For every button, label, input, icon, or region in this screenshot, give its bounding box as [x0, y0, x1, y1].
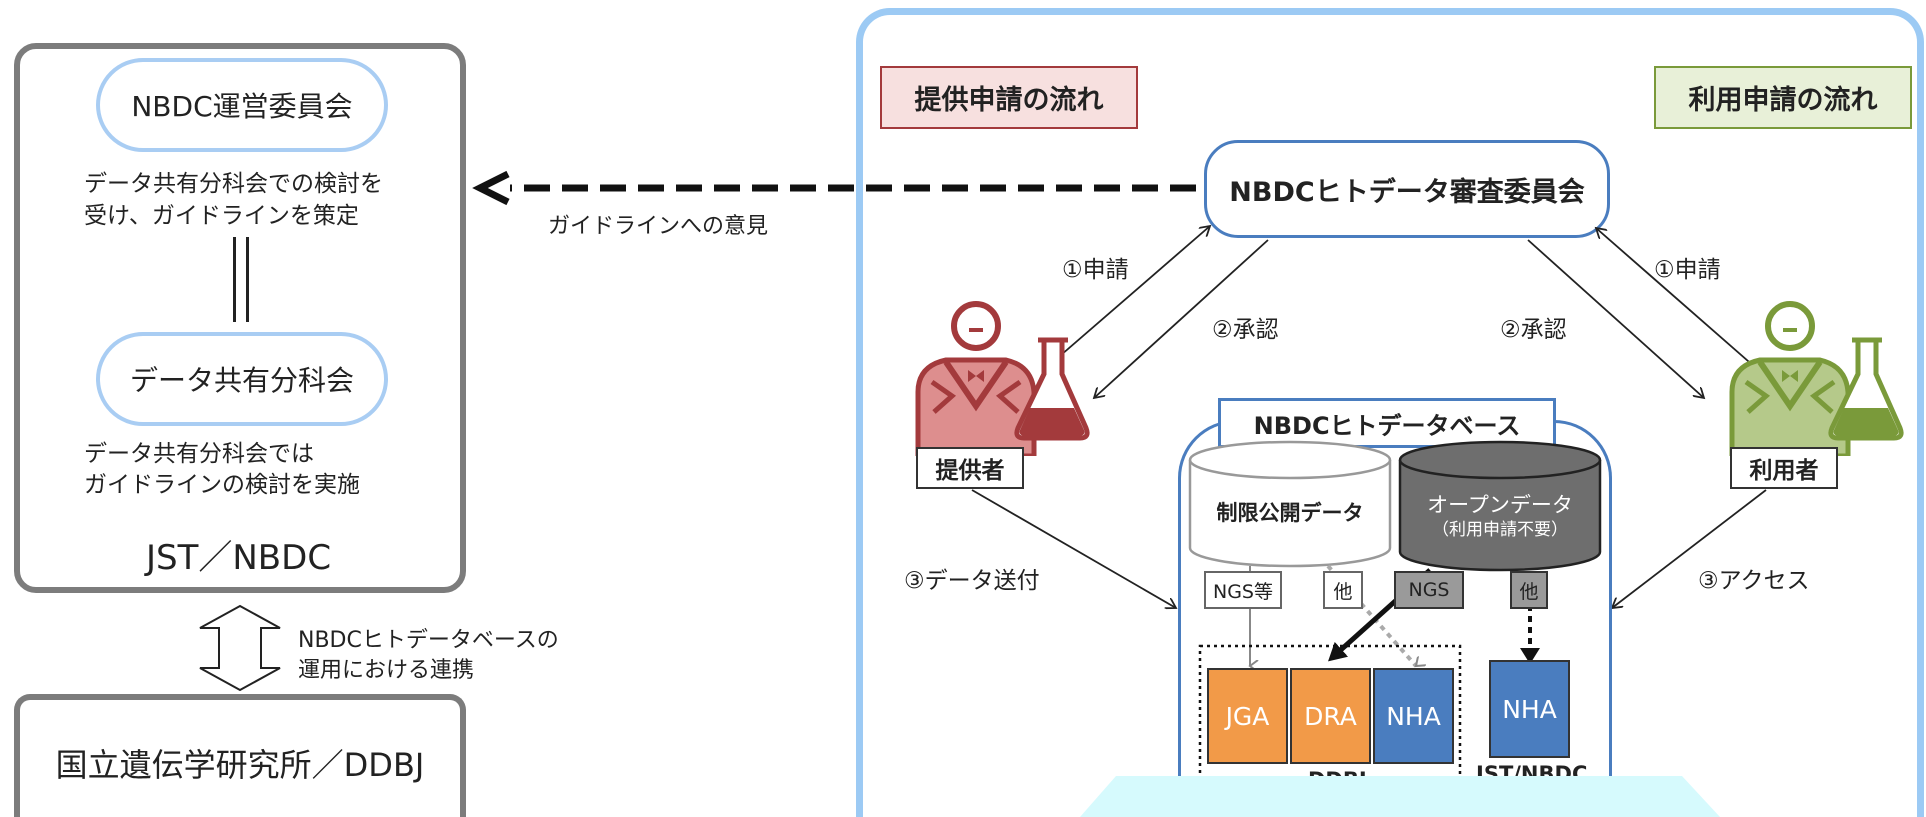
jga-box: JGA: [1207, 668, 1288, 764]
send-data-label: ③データ送付: [904, 568, 1040, 594]
approve-left-label: ②承認: [1212, 317, 1279, 343]
committee-desc-1: データ共有分科会での検討を: [84, 171, 383, 197]
restricted-data-label: 制限公開データ: [1216, 501, 1364, 525]
tag-other-1: 他: [1323, 571, 1363, 609]
bottom-overlay-shape: [1080, 776, 1720, 817]
access-label: ③アクセス: [1698, 568, 1810, 594]
jst-nbdc-panel: [14, 43, 466, 593]
nbdc-steering-committee-label: NBDC運営委員会: [131, 90, 353, 123]
flow-arrows: [971, 0, 1767, 817]
provide-flow-label: 提供申請の流れ: [914, 85, 1104, 116]
jst-nbdc-label: JST／NBDC: [146, 538, 332, 578]
dra-label: DRA: [1304, 701, 1357, 731]
jga-label: JGA: [1225, 701, 1270, 731]
nbdc-human-database-title-box: NBDCヒトデータベース: [1218, 398, 1556, 448]
cooperation-desc-1: NBDCヒトデータベースの: [298, 628, 559, 653]
data-sharing-subcommittee-label: データ共有分科会: [129, 364, 354, 397]
nha-jst-label: NHA: [1502, 694, 1557, 724]
use-flow-banner: 利用申請の流れ: [1654, 66, 1912, 129]
tag-ngs-label: NGS: [1408, 579, 1450, 601]
review-flow-panel: [856, 8, 1924, 817]
review-committee-box: NBDCヒトデータ審査委員会: [1204, 140, 1610, 238]
provider-label: 提供者: [935, 458, 1005, 484]
dra-box: DRA: [1290, 668, 1371, 764]
cooperation-desc-2: 運用における連携: [298, 658, 475, 683]
provider-scientist-icon: [915, 301, 1090, 456]
data-sharing-subcommittee: データ共有分科会: [96, 332, 388, 426]
nig-ddbj-label: 国立遺伝学研究所／DDBJ: [55, 745, 425, 784]
subcommittee-desc-2: ガイドラインの検討を実施: [84, 472, 360, 498]
nha-ddbj-label: NHA: [1386, 701, 1441, 731]
review-committee-label: NBDCヒトデータ審査委員会: [1229, 176, 1585, 208]
tag-other-2-label: 他: [1519, 580, 1539, 603]
nha-jst-box: NHA: [1489, 660, 1570, 758]
committee-desc-2: 受け、ガイドラインを策定: [84, 203, 359, 229]
cooperation-arrow-icon: [199, 604, 281, 692]
tag-ngs-etc: NGS等: [1204, 571, 1282, 609]
guideline-opinion-arrow: [472, 170, 1196, 206]
tag-other-1-label: 他: [1333, 580, 1353, 603]
tag-ngs-etc-label: NGS等: [1213, 580, 1273, 603]
nig-ddbj-box: 国立遺伝学研究所／DDBJ: [14, 694, 466, 817]
tag-ngs: NGS: [1394, 571, 1464, 609]
apply-right-label: ①申請: [1654, 257, 1721, 283]
equivalence-lines: [233, 237, 249, 322]
nha-ddbj-box: NHA: [1373, 668, 1454, 764]
user-label: 利用者: [1749, 458, 1819, 484]
approve-right-label: ②承認: [1500, 317, 1567, 343]
nbdc-steering-committee: NBDC運営委員会: [96, 58, 388, 152]
open-data-note: （利用申請不要）: [1432, 520, 1568, 540]
provide-flow-banner: 提供申請の流れ: [880, 66, 1138, 129]
subcommittee-desc-1: データ共有分科会では: [84, 441, 314, 467]
provider-label-box: 提供者: [916, 447, 1024, 489]
user-label-box: 利用者: [1730, 447, 1838, 489]
use-flow-label: 利用申請の流れ: [1688, 85, 1878, 116]
user-scientist-icon: [1729, 301, 1904, 456]
tag-other-2: 他: [1510, 571, 1548, 609]
open-data-label: オープンデータ: [1427, 493, 1573, 517]
apply-left-label: ①申請: [1062, 257, 1129, 283]
nbdc-human-database-title: NBDCヒトデータベース: [1253, 411, 1521, 440]
guideline-opinion-label: ガイドラインへの意見: [548, 214, 769, 239]
